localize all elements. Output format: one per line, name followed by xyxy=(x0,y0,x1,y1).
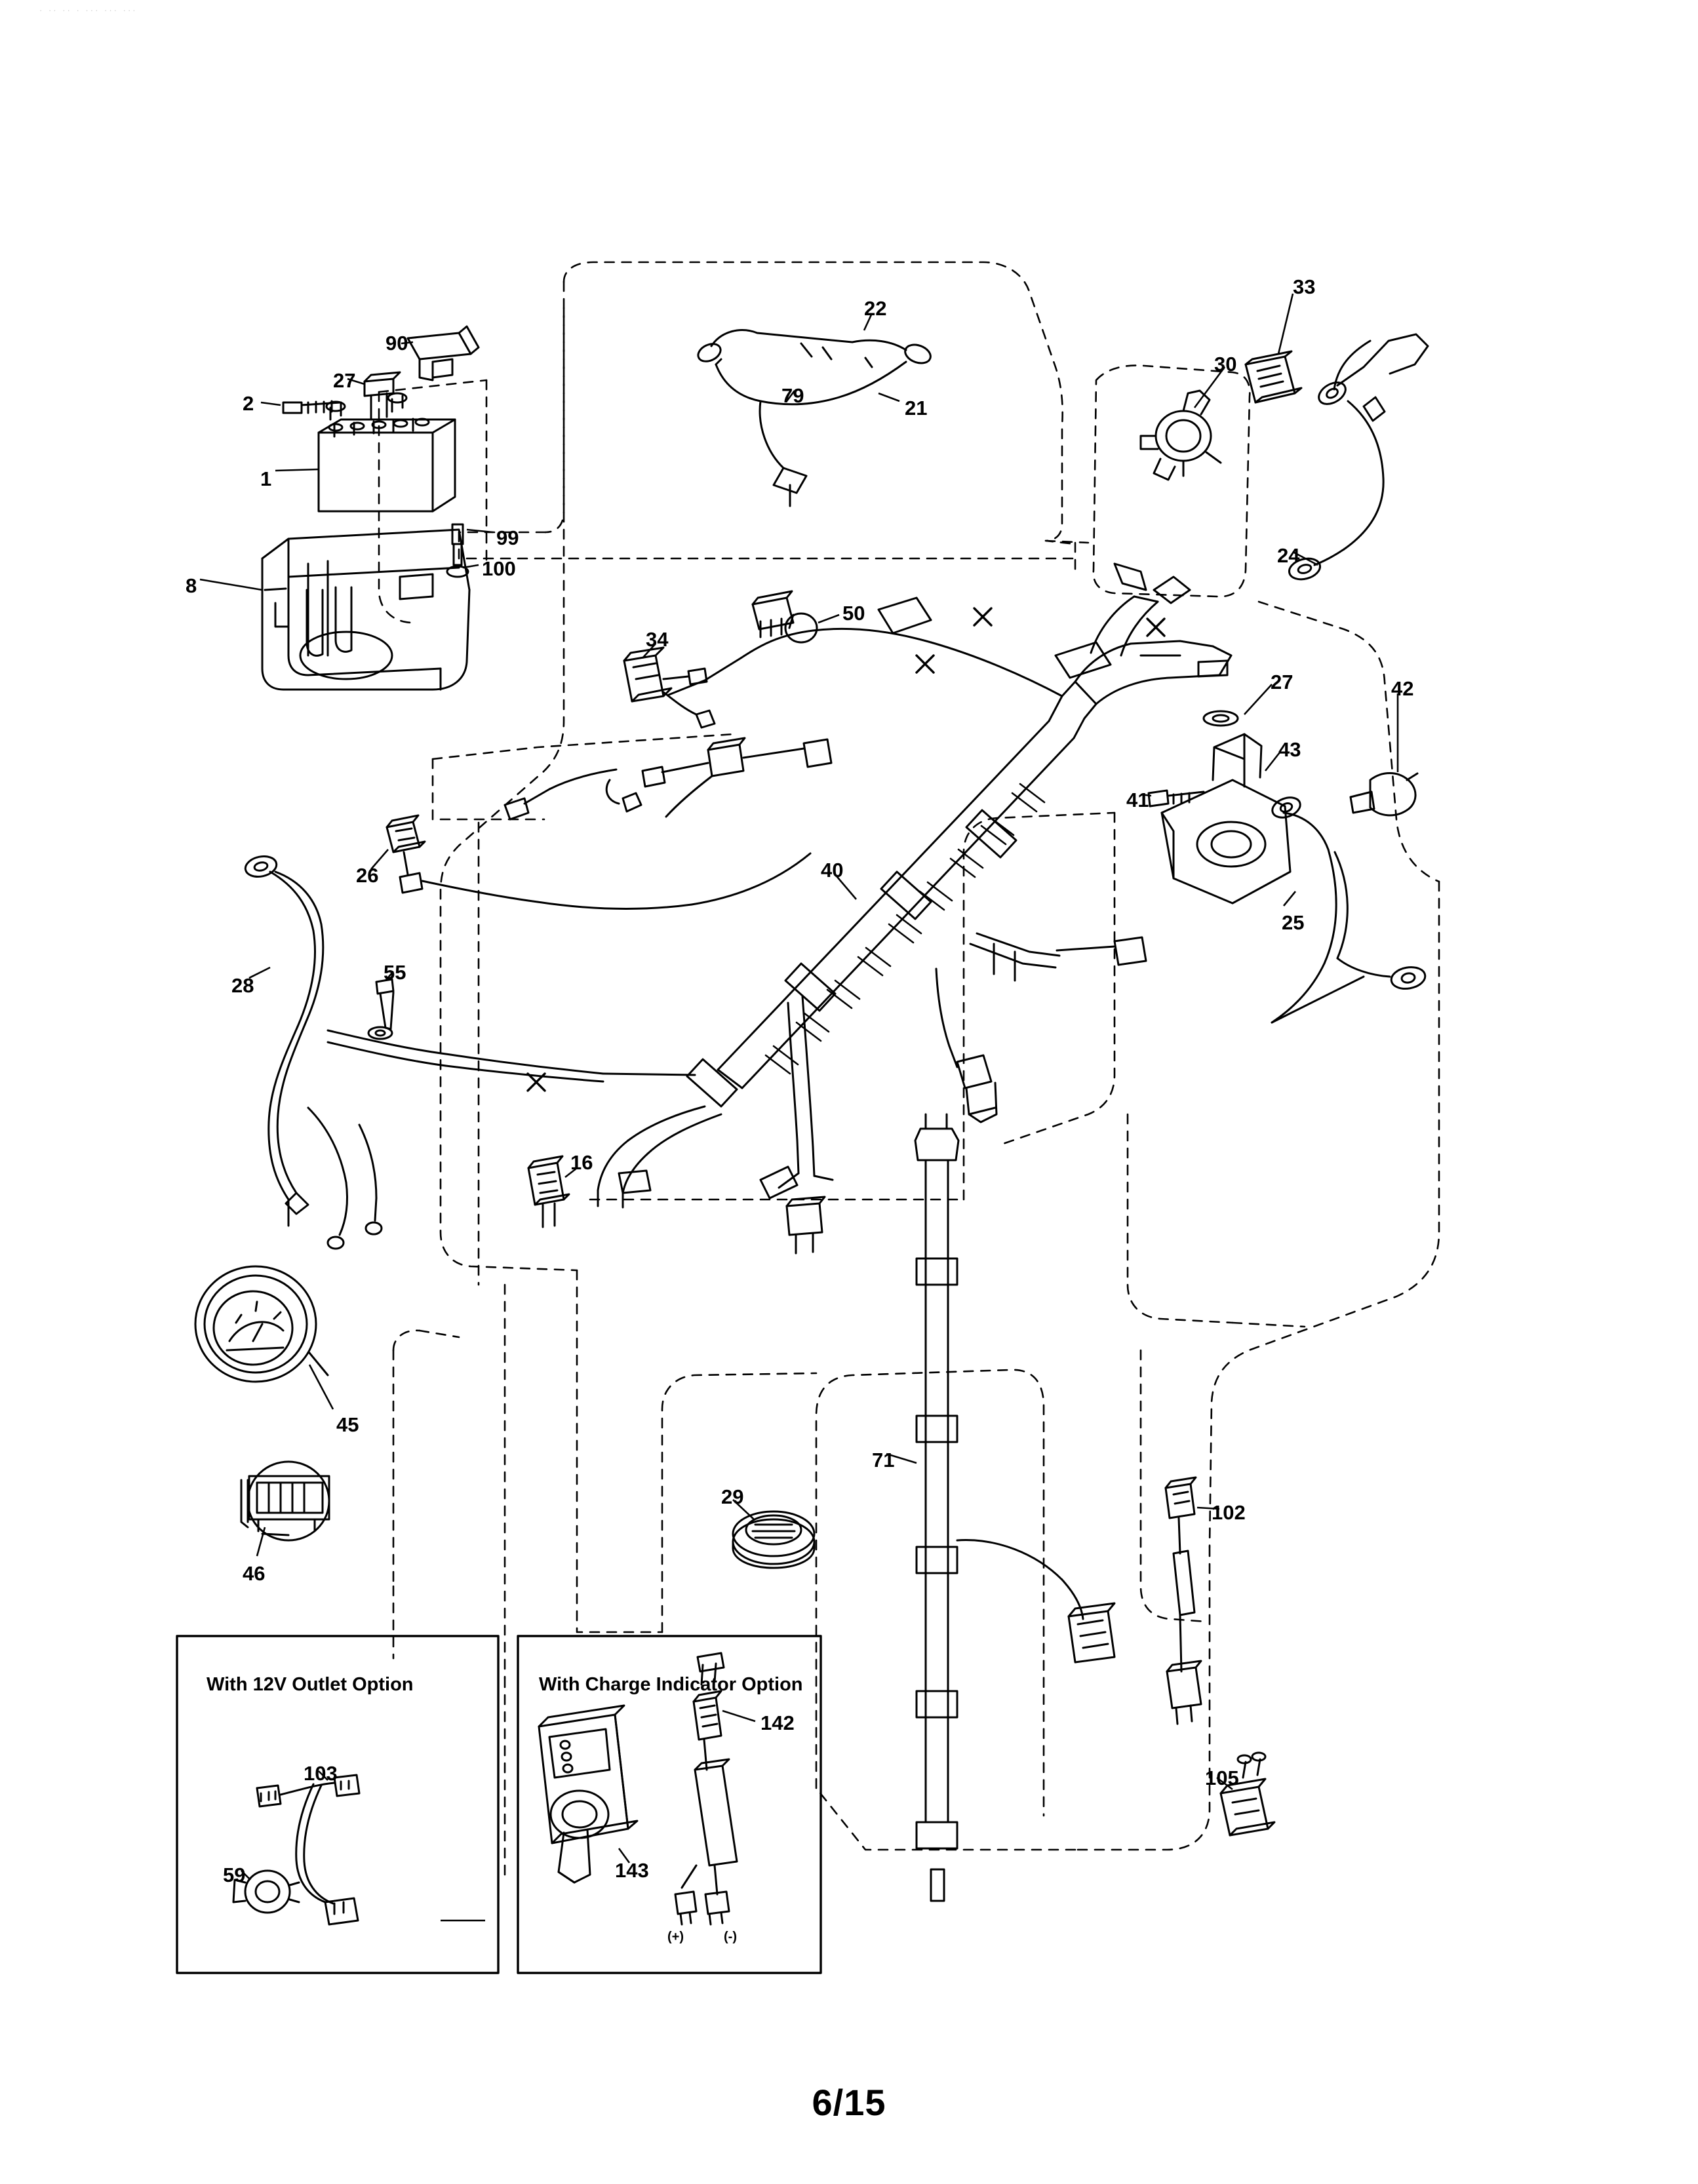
callout-29: 29 xyxy=(721,1485,744,1508)
callout-103: 103 xyxy=(304,1762,338,1785)
polarity-positive-label: (+) xyxy=(667,1930,684,1944)
callout-42: 42 xyxy=(1391,677,1414,700)
callout-90: 90 xyxy=(385,332,408,355)
callout-16: 16 xyxy=(570,1151,593,1174)
polarity-negative-label: (-) xyxy=(724,1930,737,1944)
callout-8: 8 xyxy=(186,574,197,597)
callout-59: 59 xyxy=(223,1863,246,1886)
callout-1: 1 xyxy=(260,467,272,490)
callout-41: 41 xyxy=(1126,789,1149,811)
callout-99: 99 xyxy=(496,526,519,549)
callout-24: 24 xyxy=(1277,544,1300,567)
callout-50: 50 xyxy=(842,602,865,625)
callout-142: 142 xyxy=(760,1711,795,1734)
callout-33: 33 xyxy=(1293,275,1316,298)
callout-30: 30 xyxy=(1214,353,1237,376)
callout-40: 40 xyxy=(821,859,844,882)
callout-79: 79 xyxy=(781,384,804,407)
callout-105: 105 xyxy=(1205,1766,1239,1789)
callout-34: 34 xyxy=(646,628,669,651)
inset-title-12v-outlet: With 12V Outlet Option xyxy=(207,1674,414,1695)
page-number: 6/15 xyxy=(812,2082,886,2123)
callout-27: 27 xyxy=(1271,671,1293,693)
callout-43: 43 xyxy=(1278,738,1301,761)
callout-143: 143 xyxy=(615,1859,649,1882)
callout-22: 22 xyxy=(864,297,887,320)
callout-26: 26 xyxy=(356,864,379,887)
callout-71: 71 xyxy=(872,1449,895,1472)
callout-2: 2 xyxy=(243,392,254,415)
callout-21: 21 xyxy=(905,397,928,419)
scan-artifact-text: · ·· ·· · ··· ··· ··· xyxy=(39,5,138,15)
inset-title-charge-indicator: With Charge Indicator Option xyxy=(539,1674,803,1695)
callout-45: 45 xyxy=(336,1413,359,1436)
callout-46: 46 xyxy=(243,1562,266,1585)
callout-102: 102 xyxy=(1212,1501,1246,1524)
callout-28: 28 xyxy=(231,974,254,997)
callout-27: 27 xyxy=(333,369,356,392)
callout-25: 25 xyxy=(1282,911,1305,934)
callout-100: 100 xyxy=(482,557,516,580)
callout-55: 55 xyxy=(384,961,406,984)
